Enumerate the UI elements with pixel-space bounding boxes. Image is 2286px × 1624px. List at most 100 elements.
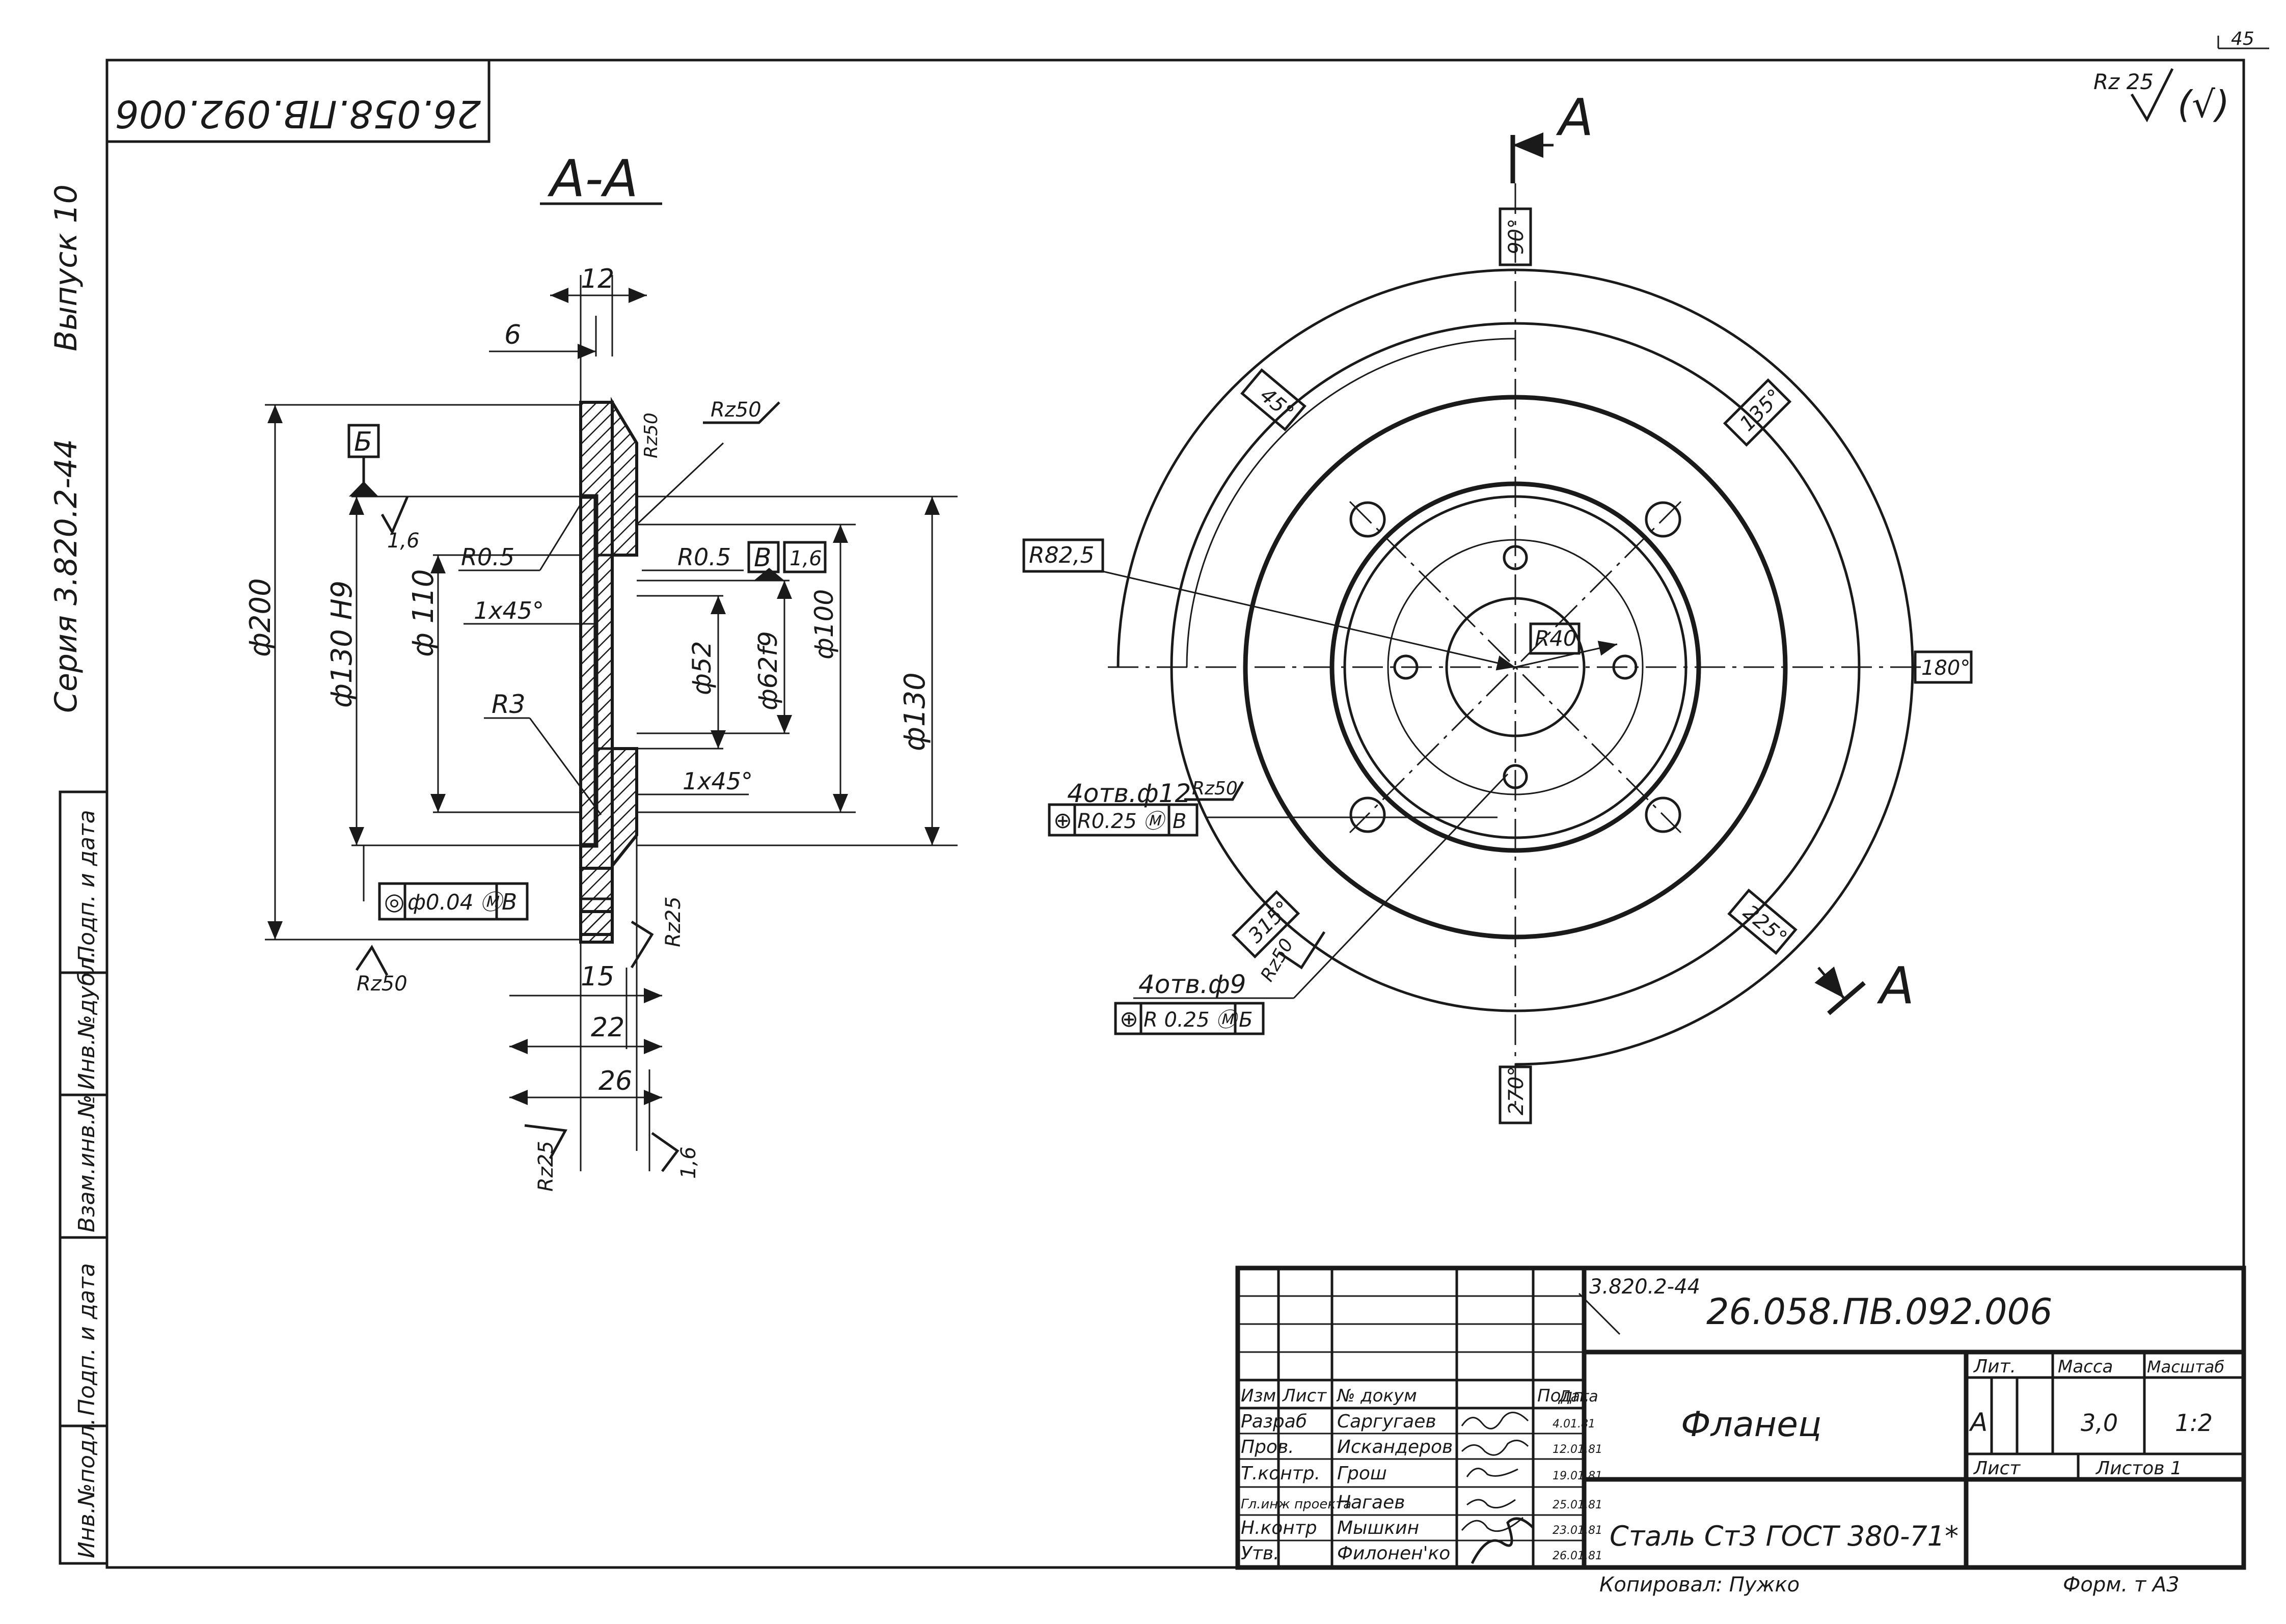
- svg-text:Искандеров: Искандеров: [1337, 1437, 1453, 1457]
- svg-text:1:2: 1:2: [2175, 1409, 2213, 1437]
- signature-row: Т.контр. Грош 19.01.81: [1241, 1463, 1602, 1484]
- svg-text:Н.контр: Н.контр: [1241, 1518, 1317, 1538]
- svg-text:R 0.25 Ⓜ: R 0.25 Ⓜ: [1144, 1008, 1239, 1032]
- rotated-doc-code-box: 26.058.ПВ.092.006: [105, 59, 491, 143]
- svg-text:1,6: 1,6: [387, 529, 420, 553]
- hole: [1349, 501, 1386, 538]
- flange-outline: [1170, 322, 1861, 1012]
- svg-text:12.01.81: 12.01.81: [1553, 1443, 1602, 1456]
- svg-text:ф0.04 Ⓜ: ф0.04 Ⓜ: [407, 890, 505, 915]
- r40-label: R40: [1535, 626, 1577, 651]
- svg-text:15: 15: [581, 961, 614, 992]
- svg-text:ф130: ф130: [899, 672, 932, 751]
- copied-by: Копировал: Пужко: [1599, 1573, 1800, 1597]
- datum-b-label: Б: [354, 427, 372, 457]
- cut-mark-bottom: А: [1876, 956, 1914, 1015]
- hole: [1349, 796, 1386, 833]
- svg-text:1х45°: 1х45°: [683, 767, 753, 795]
- section-title: А-А: [547, 149, 638, 208]
- center-bore: [1445, 597, 1586, 737]
- svg-text:Инв.№подл.: Инв.№подл.: [74, 1418, 100, 1558]
- hole: [1503, 764, 1528, 789]
- datum-v-label: В: [754, 543, 771, 572]
- signature-row: Н.контр Мышкин 23.01.81: [1241, 1518, 1602, 1538]
- signature-row: Пров. Искандеров 12.01.81: [1241, 1437, 1602, 1457]
- svg-text:Нагаев: Нагаев: [1337, 1492, 1405, 1513]
- svg-text:Rz50: Rz50: [357, 972, 407, 996]
- holes9-tolerance-frame: ⊕ R 0.25 Ⓜ Б: [1114, 1002, 1265, 1035]
- issue-label: Выпуск 10: [48, 184, 84, 351]
- svg-text:Масштаб: Масштаб: [2147, 1357, 2224, 1377]
- svg-text:Филонен'ко: Филонен'ко: [1337, 1543, 1450, 1564]
- svg-text:◎: ◎: [384, 888, 404, 915]
- svg-text:Листов 1: Листов 1: [2095, 1458, 2182, 1479]
- svg-text:ф100: ф100: [809, 589, 839, 659]
- title-block: Изм Лист № докум Подп. Дата Разраб Саргу…: [1235, 1265, 2246, 1570]
- svg-text:В: В: [1173, 810, 1186, 833]
- svg-text:19.01.81: 19.01.81: [1553, 1470, 1602, 1482]
- hole: [1503, 545, 1528, 570]
- side-margin: Серия 3.820.2-44 Выпуск 10 Подп. и дата …: [48, 184, 108, 1565]
- holes12-note: 4отв.ф12: [1067, 779, 1191, 808]
- svg-text:⊕: ⊕: [1053, 808, 1072, 834]
- signature-scribbles: [1461, 1412, 1534, 1564]
- svg-text:Масса: Масса: [2058, 1357, 2113, 1377]
- svg-text:Лист: Лист: [1282, 1386, 1327, 1406]
- svg-text:45°: 45°: [1256, 383, 1298, 425]
- svg-text:ф62f9: ф62f9: [753, 631, 783, 710]
- section-view: А-А: [244, 149, 958, 1192]
- hole: [1645, 501, 1681, 538]
- svg-text:6: 6: [504, 320, 521, 350]
- outer-ring-arc: [1117, 268, 1914, 1066]
- doc-number: 26.058.ПВ.092.006: [1706, 1291, 2053, 1333]
- svg-text:№ докум: № докум: [1336, 1386, 1417, 1406]
- rotated-doc-code: 26.058.ПВ.092.006: [115, 92, 481, 135]
- svg-text:Rz25: Rz25: [662, 896, 685, 947]
- svg-text:R0.5: R0.5: [677, 543, 731, 571]
- svg-text:25.01.81: 25.01.81: [1553, 1499, 1602, 1511]
- svg-text:R0.25 Ⓜ: R0.25 Ⓜ: [1077, 810, 1167, 833]
- svg-text:Rz 25: Rz 25: [2093, 69, 2154, 94]
- material: Сталь Ст3 ГОСТ 380-71*: [1610, 1520, 1958, 1552]
- svg-text:1,6: 1,6: [677, 1146, 700, 1179]
- page-number: 45: [2231, 29, 2254, 49]
- svg-text:ф 110: ф 110: [407, 569, 440, 657]
- svg-text:90°: 90°: [1505, 218, 1528, 255]
- svg-text:Б: Б: [1239, 1008, 1253, 1032]
- svg-text:ф52: ф52: [687, 641, 717, 695]
- svg-text:1,6: 1,6: [790, 547, 822, 570]
- svg-text:Подп. и дата: Подп. и дата: [74, 1263, 100, 1416]
- holes9-note: 4отв.ф9: [1138, 970, 1246, 999]
- svg-text:270°: 270°: [1505, 1066, 1528, 1115]
- svg-text:(√): (√): [2178, 83, 2229, 126]
- svg-text:ф200: ф200: [244, 578, 277, 657]
- svg-text:Мышкин: Мышкин: [1337, 1518, 1419, 1538]
- svg-text:Инв.№дубл.: Инв.№дубл.: [74, 951, 100, 1090]
- svg-text:26.01.81: 26.01.81: [1553, 1550, 1602, 1562]
- cut-mark-top: А: [1556, 88, 1593, 147]
- format-label: Форм. т А3: [2063, 1573, 2180, 1597]
- signature-row: Разраб Саргугаев 4.01.81: [1241, 1411, 1595, 1432]
- signature-row: Гл.инж проекта Нагаев 25.01.81: [1241, 1492, 1602, 1513]
- svg-text:Гл.инж проекта: Гл.инж проекта: [1241, 1497, 1351, 1512]
- svg-text:Rz50: Rz50: [641, 412, 662, 458]
- svg-text:R3: R3: [492, 690, 526, 719]
- svg-text:Rz50: Rz50: [1192, 778, 1238, 799]
- hole-pattern-large: [1349, 501, 1681, 833]
- svg-text:А: А: [1969, 1408, 1988, 1437]
- general-roughness-mark: Rz 25 (√): [2093, 68, 2229, 126]
- svg-text:Т.контр.: Т.контр.: [1241, 1463, 1320, 1484]
- hole-pattern-small: [1393, 545, 1638, 789]
- svg-text:Подп.: Подп.: [1537, 1386, 1590, 1406]
- series-code: 3.820.2-44: [1589, 1275, 1700, 1299]
- series-label: Серия 3.820.2-44: [48, 439, 84, 713]
- holes12-tolerance-frame: ⊕ R0.25 Ⓜ В: [1048, 803, 1199, 837]
- svg-text:Пров.: Пров.: [1241, 1437, 1294, 1457]
- svg-text:Утв.: Утв.: [1241, 1543, 1280, 1564]
- svg-text:3,0: 3,0: [2081, 1409, 2118, 1437]
- svg-text:В: В: [502, 889, 517, 915]
- datum-triangle: [349, 481, 378, 497]
- svg-text:Взам.инв.№: Взам.инв.№: [74, 1094, 100, 1232]
- svg-text:Грош: Грош: [1337, 1463, 1387, 1484]
